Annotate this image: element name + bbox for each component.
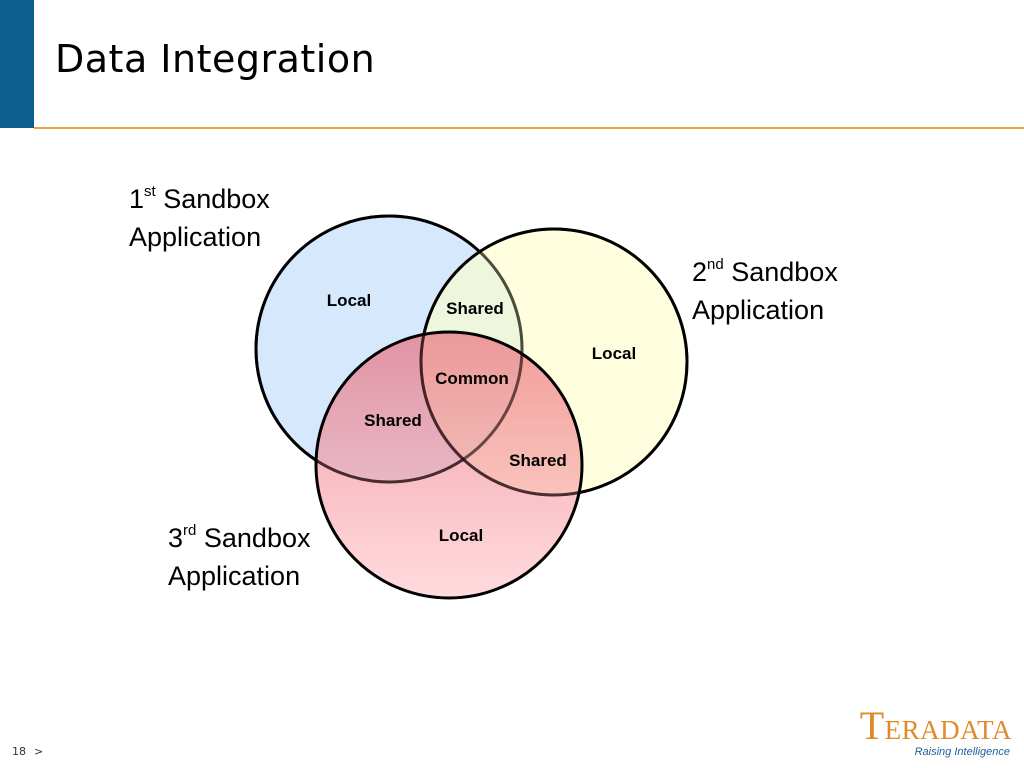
- teradata-logo: TERADATA Raising Intelligence: [860, 706, 1014, 760]
- app-label-1-name: Sandbox: [163, 184, 270, 214]
- region-shared-2-3: Shared: [509, 451, 567, 470]
- app-label-1-number: 1: [129, 184, 145, 214]
- circle-sandbox-1-outline: [254, 214, 524, 484]
- app-label-3-number: 3: [168, 523, 184, 553]
- logo-initial: T: [859, 703, 885, 748]
- app-label-2-suffix: nd: [707, 256, 724, 273]
- app-label-2-line2: Application: [692, 295, 825, 325]
- logo-tagline: Raising Intelligence: [914, 746, 1010, 758]
- accent-bar: [0, 0, 34, 128]
- circle-sandbox-3: [314, 330, 584, 600]
- region-shared-1-3: Shared: [364, 411, 422, 430]
- app-label-3-suffix: rd: [183, 522, 197, 539]
- title-rule: [34, 127, 1024, 129]
- app-label-2-name: Sandbox: [731, 257, 838, 287]
- logo-wordmark: TERADATA: [860, 706, 1012, 750]
- app-label-3-line2: Application: [168, 561, 301, 591]
- region-shared-1-2: Shared: [446, 299, 504, 318]
- circle-sandbox-2-outline: [419, 227, 689, 497]
- next-slide-link[interactable]: >: [34, 745, 44, 758]
- region-common: Common: [435, 369, 509, 388]
- region-local-3: Local: [439, 526, 483, 545]
- app-label-1-line2: Application: [129, 222, 262, 252]
- slide-title: Data Integration: [55, 37, 376, 81]
- app-label-1-suffix: st: [144, 183, 156, 200]
- app-label-1: 1st Sandbox Application: [129, 180, 270, 256]
- logo-rest: ERADATA: [884, 715, 1012, 745]
- region-local-2: Local: [592, 344, 636, 363]
- app-label-2-number: 2: [692, 257, 708, 287]
- page-number: 18 >: [12, 745, 43, 758]
- region-local-1: Local: [327, 291, 371, 310]
- app-label-3-name: Sandbox: [203, 523, 311, 553]
- app-label-3: 3rd Sandbox Application: [168, 519, 310, 595]
- app-label-2: 2nd Sandbox Application: [692, 253, 838, 329]
- page-number-value: 18: [12, 745, 26, 758]
